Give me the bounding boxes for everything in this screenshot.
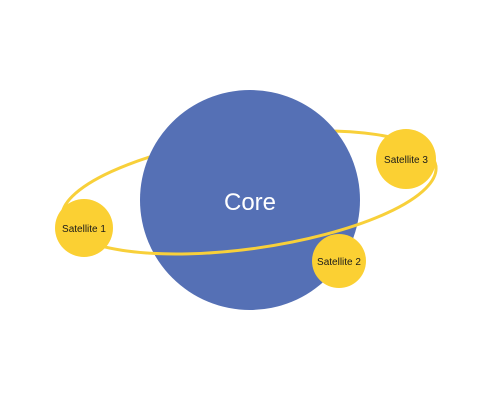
core-label: Core xyxy=(224,189,276,216)
satellite-2-circle xyxy=(312,234,366,288)
satellite-3-circle xyxy=(376,129,436,189)
satellite-2: Satellite 2 xyxy=(312,234,366,288)
satellite-1: Satellite 1 xyxy=(55,199,113,257)
satellite-3: Satellite 3 xyxy=(376,129,436,189)
satellite-2-label: Satellite 2 xyxy=(317,257,361,268)
satellite-1-circle xyxy=(55,199,113,257)
satellite-1-label: Satellite 1 xyxy=(62,224,106,235)
satellite-3-label: Satellite 3 xyxy=(384,155,428,166)
